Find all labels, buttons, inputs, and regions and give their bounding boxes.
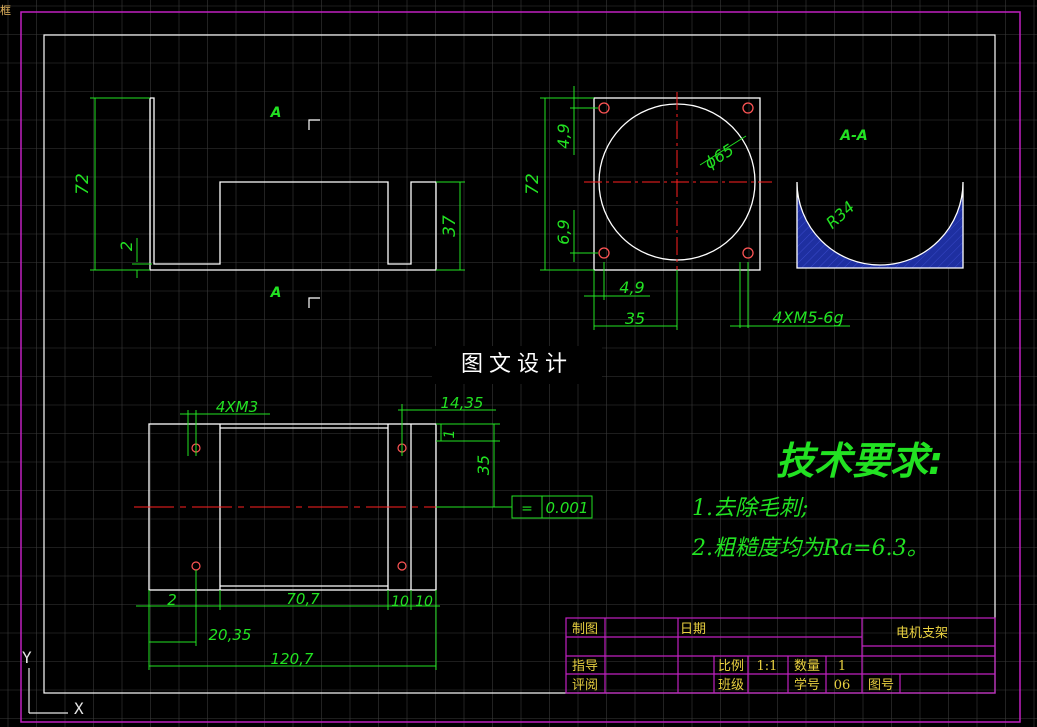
- top-hole-3: [191, 561, 201, 571]
- tb-drawn-label: 制图: [572, 622, 598, 637]
- tb-qty-label: 数量: [794, 659, 820, 674]
- top-hole-4: [397, 561, 407, 571]
- top-right-a-dim: 10: [391, 594, 409, 610]
- top-view-dims: [136, 404, 512, 670]
- top-total-width-dim: 120,7: [271, 650, 314, 668]
- tb-scale-value: 1:1: [757, 659, 778, 674]
- top-hole-x-dim: 20,35: [209, 626, 252, 644]
- mount-hole-tr: [742, 102, 754, 114]
- front-height-dim: 72: [73, 173, 93, 195]
- tb-scale-label: 比例: [718, 659, 744, 674]
- tb-date-label: 日期: [680, 622, 706, 637]
- inner-border: [43, 34, 996, 694]
- tech-requirement-1: 1.去除毛刺;: [692, 496, 809, 521]
- side-thread-callout: 4XM5-6g: [772, 308, 843, 327]
- flatness-frame: [511, 495, 593, 519]
- front-slot-height-dim: 37: [440, 215, 460, 237]
- section-aa-profile: [796, 181, 964, 269]
- title-block: [565, 617, 996, 694]
- front-thickness-dim: 2: [117, 241, 136, 251]
- top-edge-left-dim: 2: [167, 591, 177, 609]
- section-marker-top: A: [270, 105, 282, 121]
- front-view-dims: [90, 97, 465, 278]
- side-view-dims: [540, 86, 850, 330]
- side-top-offset-dim: 4,9: [554, 123, 573, 148]
- mount-hole-tl: [598, 102, 610, 114]
- mount-hole-bl: [598, 247, 610, 259]
- tb-student-no-label: 学号: [794, 677, 820, 693]
- side-center-lines: [584, 92, 772, 276]
- top-edge-dim: 1: [442, 430, 458, 439]
- outer-border: [20, 11, 1021, 723]
- top-hole-offset-dim: 14,35: [441, 394, 484, 412]
- tech-requirements-title: 技术要求:: [776, 439, 944, 483]
- tb-part-name: 电机支架: [896, 626, 948, 641]
- ucs-y-label: Y: [22, 648, 32, 667]
- tb-class-label: 班级: [718, 678, 744, 693]
- tb-student-no-value: 06: [834, 678, 851, 693]
- tech-requirement-2: 2.粗糙度均为Ra=6.3。: [692, 536, 929, 561]
- section-arrow-bottom: [308, 297, 320, 308]
- side-height-dim: 72: [523, 173, 543, 195]
- top-right-b-dim: 10: [415, 594, 433, 610]
- tb-guide-label: 指导: [572, 659, 598, 674]
- mount-hole-br: [742, 247, 754, 259]
- tb-review-label: 评阅: [572, 678, 598, 693]
- ucs-x-label: X: [74, 699, 84, 718]
- drawing-title-overlay: 图文设计: [432, 346, 602, 384]
- corner-tag: 框: [0, 4, 11, 17]
- side-bottom-offset-dim: 6,9: [554, 219, 573, 244]
- tb-qty-value: 1: [838, 659, 846, 674]
- section-radius-dim: R34: [822, 197, 858, 232]
- section-aa-title: A-A: [839, 128, 867, 144]
- flatness-symbol: =: [521, 501, 533, 517]
- section-marker-bottom: A: [270, 285, 282, 301]
- section-arrow-top: [308, 119, 320, 130]
- tb-drawing-no-label: 图号: [868, 678, 894, 693]
- ucs-icon: [28, 668, 68, 714]
- flatness-value: 0.001: [546, 499, 589, 517]
- top-slot-width-dim: 70,7: [286, 590, 320, 608]
- side-hole-offset-dim: 4,9: [619, 278, 644, 297]
- top-holes-callout: 4XM3: [216, 398, 258, 416]
- top-hole-spacing-dim: 35: [474, 455, 493, 475]
- side-half-width-dim: 35: [625, 309, 645, 328]
